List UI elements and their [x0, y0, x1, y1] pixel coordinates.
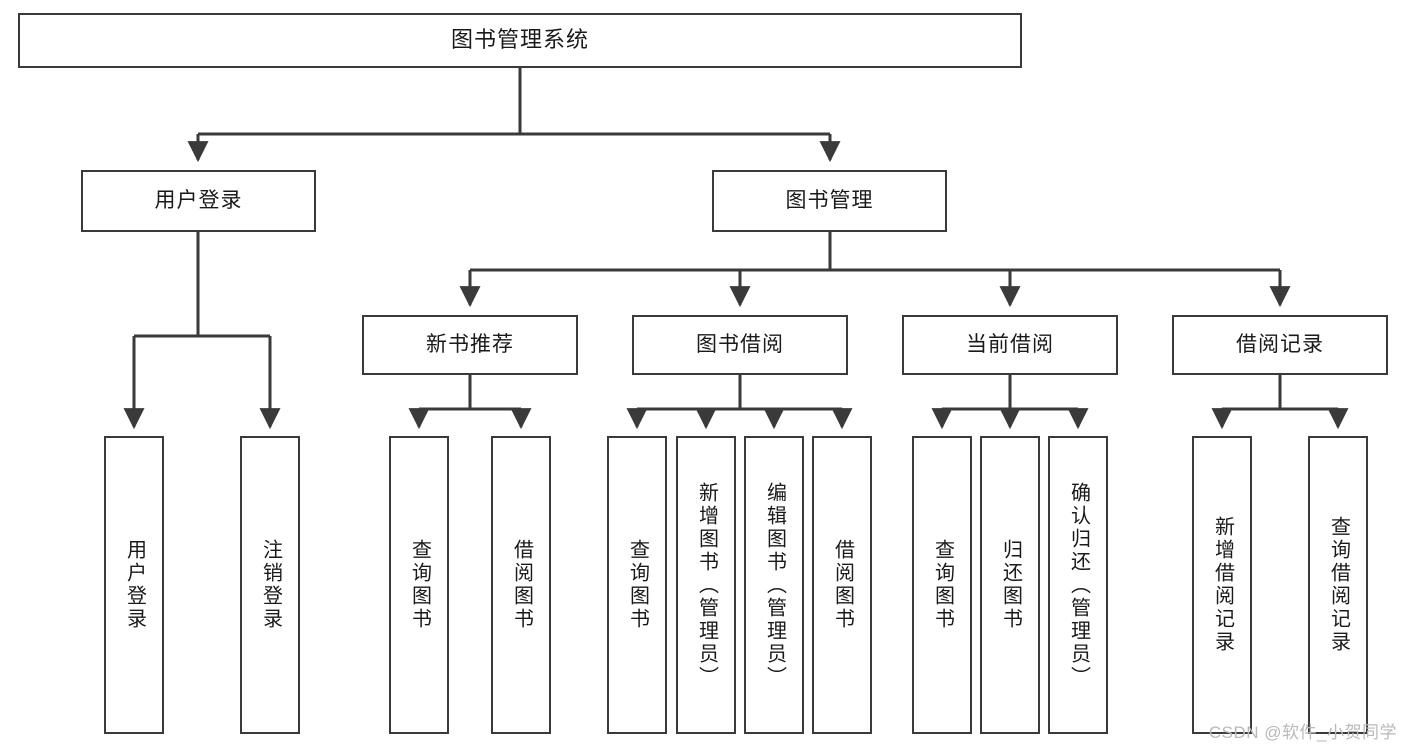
node-label: 用户登录	[154, 189, 243, 213]
leaf-user-login-login[interactable]: 用户登录	[104, 436, 164, 734]
node-label: 归还图书	[999, 539, 1022, 631]
leaf-book-borrow-edit-book-admin[interactable]: 编辑图书（管理员）	[744, 436, 804, 734]
node-label: 查询图书	[626, 539, 649, 631]
leaf-borrow-record-query-record[interactable]: 查询借阅记录	[1308, 436, 1368, 734]
node-current-borrow[interactable]: 当前借阅	[902, 315, 1118, 375]
leaf-new-book-query-book[interactable]: 查询图书	[389, 436, 449, 734]
node-label: 注销登录	[259, 539, 282, 631]
node-label: 当前借阅	[966, 333, 1054, 357]
node-borrow-record[interactable]: 借阅记录	[1172, 315, 1388, 375]
leaf-book-borrow-borrow-book[interactable]: 借阅图书	[812, 436, 872, 734]
node-book-borrow[interactable]: 图书借阅	[632, 315, 848, 375]
node-label: 查询图书	[408, 539, 431, 631]
node-label: 借阅记录	[1236, 333, 1324, 357]
node-label: 图书管理	[785, 189, 874, 213]
leaf-current-borrow-query-book[interactable]: 查询图书	[912, 436, 972, 734]
node-label: 借阅图书	[510, 539, 533, 631]
node-user-login[interactable]: 用户登录	[81, 170, 316, 232]
node-label: 查询借阅记录	[1327, 516, 1350, 654]
leaf-user-login-logout[interactable]: 注销登录	[240, 436, 300, 734]
node-label: 图书借阅	[696, 333, 784, 357]
node-label: 确认归还（管理员）	[1067, 481, 1090, 689]
leaf-book-borrow-add-book-admin[interactable]: 新增图书（管理员）	[676, 436, 736, 734]
node-book-management[interactable]: 图书管理	[712, 170, 947, 232]
leaf-current-borrow-return-book[interactable]: 归还图书	[980, 436, 1040, 734]
node-label: 查询图书	[931, 539, 954, 631]
node-label: 用户登录	[123, 539, 146, 631]
leaf-current-borrow-confirm-return-admin[interactable]: 确认归还（管理员）	[1048, 436, 1108, 734]
node-label: 图书管理系统	[450, 27, 589, 53]
node-label: 编辑图书（管理员）	[763, 481, 786, 689]
node-label: 新增借阅记录	[1211, 516, 1234, 654]
node-label: 借阅图书	[831, 539, 854, 631]
node-new-book-recommend[interactable]: 新书推荐	[362, 315, 578, 375]
watermark-text: CSDN @软件_小贺同学	[1208, 723, 1397, 742]
leaf-book-borrow-query-book[interactable]: 查询图书	[607, 436, 667, 734]
node-label: 新增图书（管理员）	[695, 481, 718, 689]
node-label: 新书推荐	[426, 333, 514, 357]
leaf-new-book-borrow-book[interactable]: 借阅图书	[491, 436, 551, 734]
node-root-book-management-system[interactable]: 图书管理系统	[18, 13, 1022, 68]
leaf-borrow-record-add-record[interactable]: 新增借阅记录	[1192, 436, 1252, 734]
